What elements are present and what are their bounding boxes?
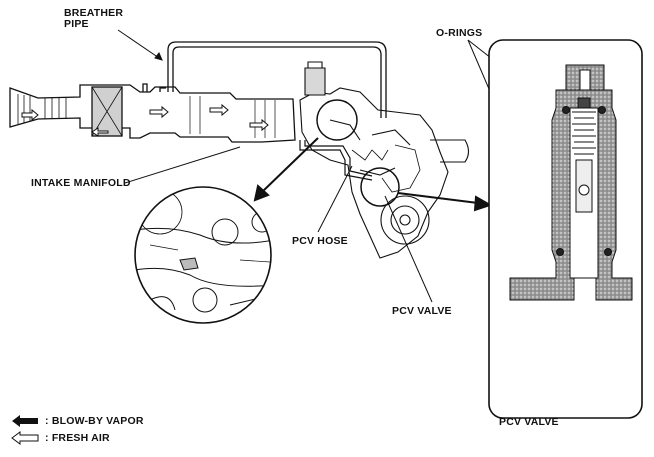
pcv-valve-label: PCV VALVE — [392, 305, 452, 317]
blow-by-vapor-legend-text: : BLOW-BY VAPOR — [45, 415, 144, 427]
breather-pipe-label: BREATHER PIPE — [64, 8, 123, 30]
fresh-air-legend-icon — [11, 431, 39, 445]
air-intake-duct — [9, 84, 296, 143]
magnifier-circles — [316, 99, 400, 207]
fresh-air-legend-text: : FRESH AIR — [45, 432, 110, 444]
breather-pipe-label-line2: PIPE — [64, 18, 89, 30]
pcv-hose-label: PCV HOSE — [292, 235, 348, 247]
pcv-hose — [299, 140, 373, 181]
left-detail-circle — [134, 186, 272, 324]
breather-pipe — [142, 41, 387, 118]
intake-manifold-label: INTAKE MANIFOLD — [31, 177, 131, 189]
breather-pipe-label-line1: BREATHER — [64, 7, 124, 19]
pcv-valve-detail-label: PCV VALVE — [499, 416, 559, 428]
o-rings-label: O-RINGS — [436, 27, 483, 39]
fresh-air-flow-arrows — [21, 103, 269, 137]
blow-by-vapor-legend-icon — [12, 415, 38, 427]
engine-block — [299, 61, 470, 259]
callout-arrows — [253, 137, 493, 212]
pcv-valve-cross-section — [509, 64, 633, 301]
